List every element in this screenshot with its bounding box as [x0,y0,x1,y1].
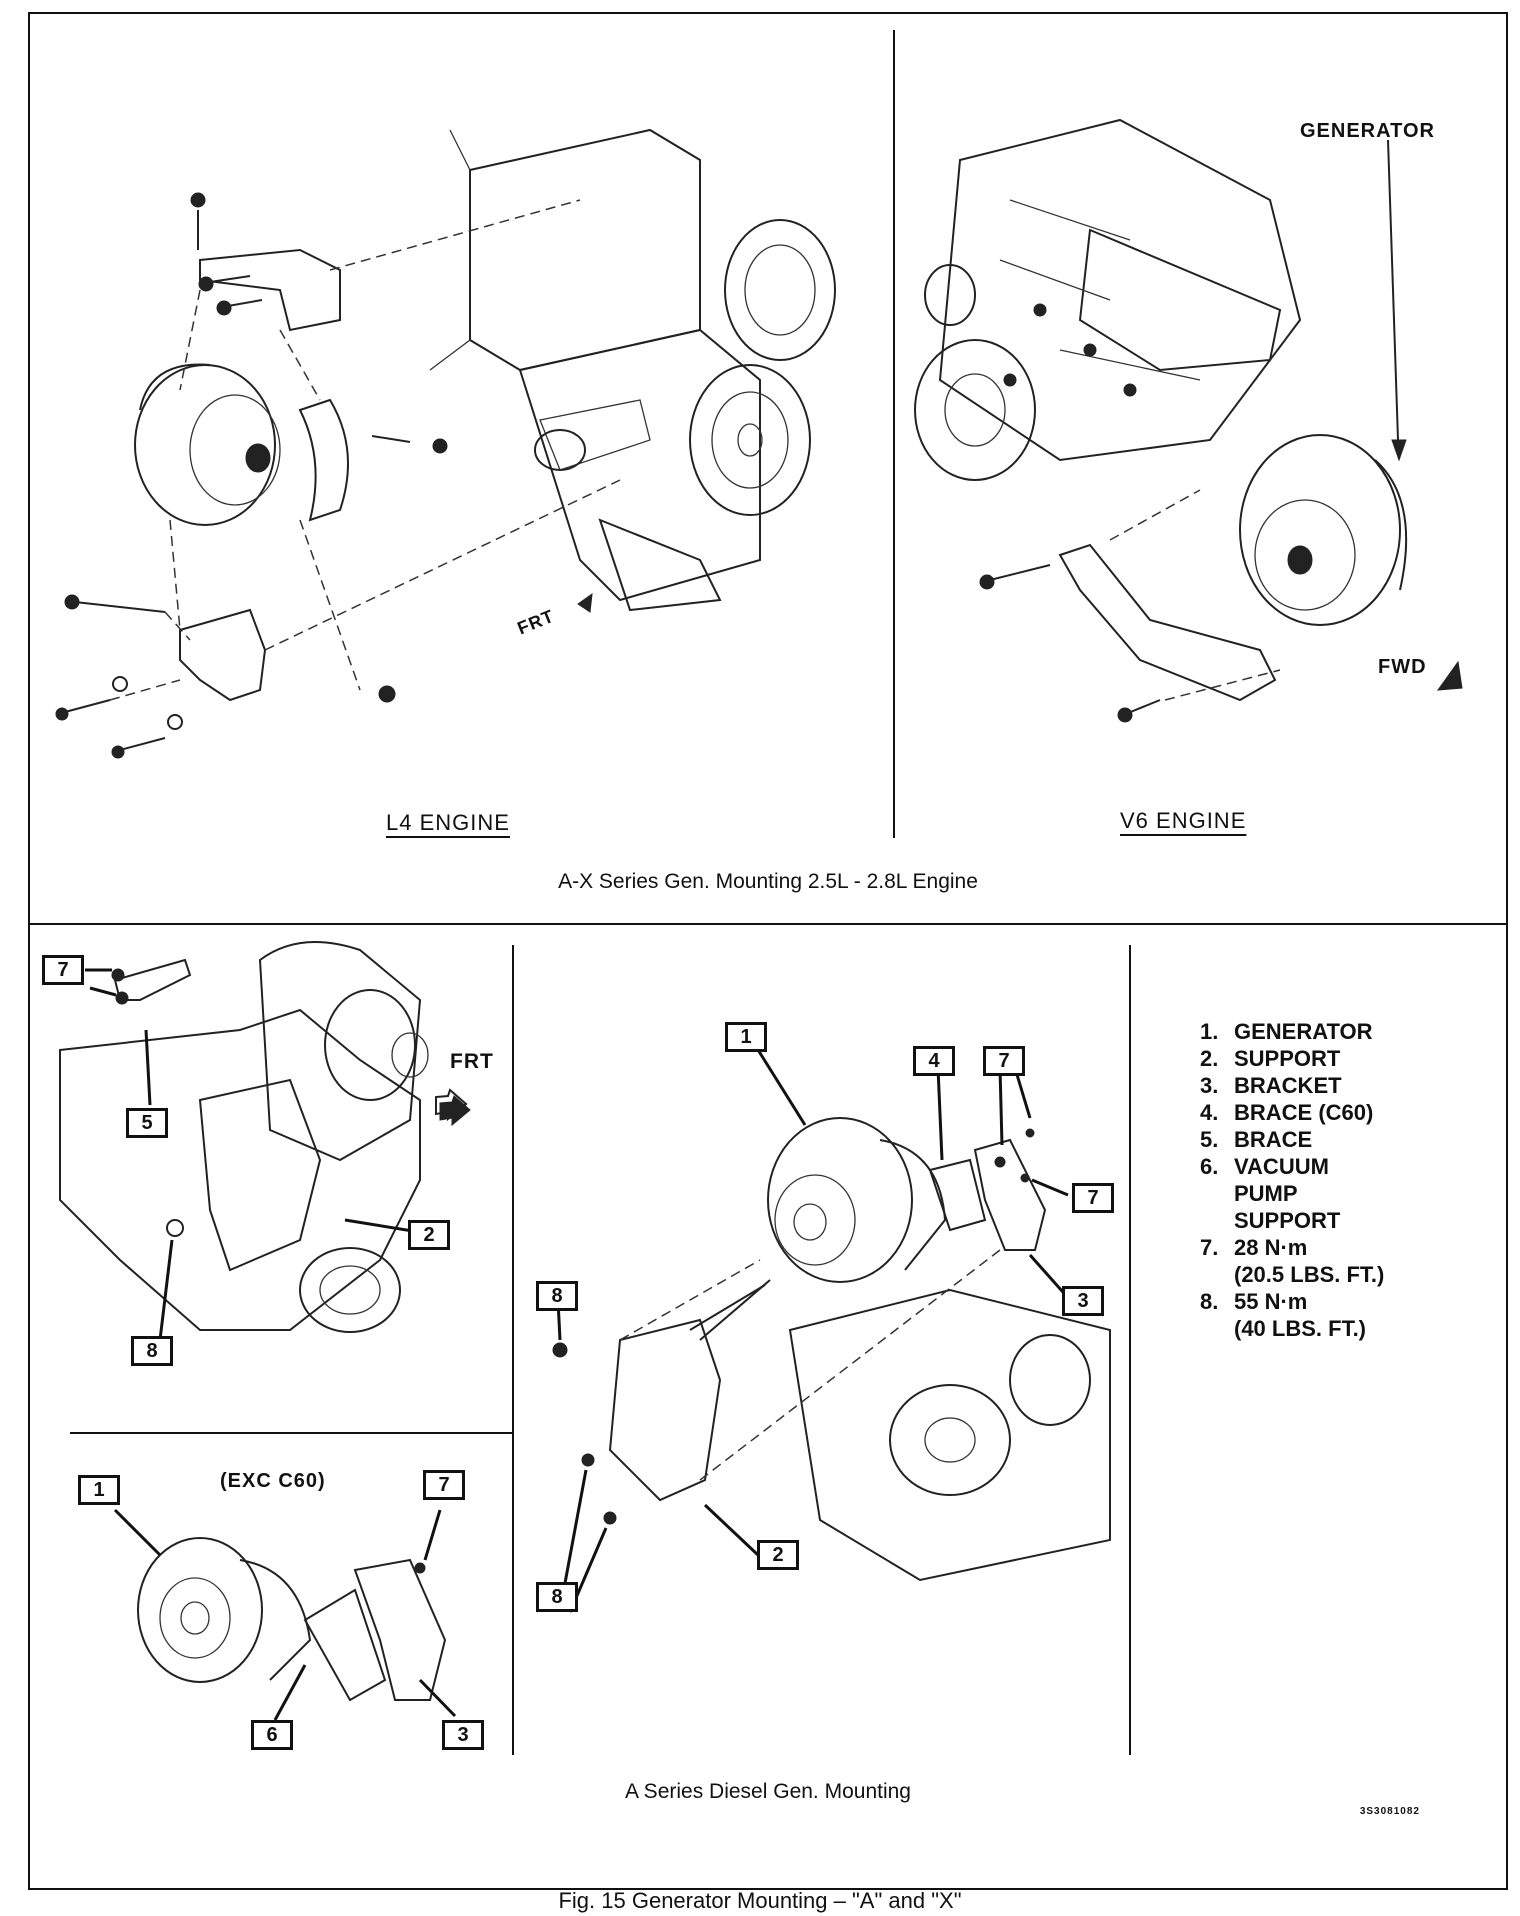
legend-item-8: 8. 55 N·m [1200,1288,1384,1315]
legend-text: (20.5 LBS. FT.) [1234,1262,1385,1287]
diesel-center-illustration [552,1117,1111,1582]
legend-item-8-line-2: (40 LBS. FT.) [1200,1315,1384,1342]
callout-8-center-bottom: 8 [536,1582,582,1616]
l4-engine-label: L4 ENGINE [386,810,510,835]
legend-number [1200,1207,1234,1234]
legend-number [1200,1315,1234,1342]
parts-legend: 1. GENERATOR 2. SUPPORT 3. BRACKET 4. BRACE (C6… [1200,1018,1384,1342]
legend-text: 28 N·m [1234,1235,1308,1260]
legend-item-7-line-2: (20.5 LBS. FT.) [1200,1261,1384,1288]
bottom-right-divider [1129,945,1131,1755]
legend-text: VACUUM [1234,1154,1329,1179]
legend-text: 55 N·m [1234,1289,1308,1314]
legend-text: BRACE [1234,1127,1313,1152]
legend-item-4: 4. BRACE (C60) [1200,1099,1384,1126]
callout-1-center: 1 [725,1022,771,1056]
legend-number [1200,1180,1234,1207]
exc-divider [70,1432,512,1434]
callout-7-left-a: 7 [42,955,88,989]
l4-engine-illustration [55,128,836,759]
legend-text: BRACKET [1234,1073,1342,1098]
callout-3-center: 3 [1062,1286,1108,1320]
v6-generator-tag: GENERATOR [1300,120,1435,142]
legend-number: 8. [1200,1289,1219,1314]
legend-text: BRACE (C60) [1234,1100,1374,1125]
legend-text: GENERATOR [1234,1019,1373,1044]
legend-number: 7. [1200,1235,1219,1260]
diesel-left-illustration [59,941,471,1333]
callout-5: 5 [126,1108,172,1142]
legend-item-3: 3. BRACKET [1200,1072,1384,1099]
legend-number: 6. [1200,1154,1219,1179]
callout-8-center-top: 8 [536,1281,582,1315]
l4-frt-arrow-icon [577,592,593,613]
figure-code: 3S3081082 [1359,1806,1420,1817]
top-vertical-divider [893,30,895,838]
legend-number: 1. [1200,1019,1219,1044]
bottom-left-divider [512,945,514,1755]
callout-7-exc: 7 [423,1470,469,1504]
diesel-left-frt-tag: FRT [450,1050,494,1073]
legend-number: 2. [1200,1046,1219,1071]
legend-number [1200,1261,1234,1288]
figure-frame [28,12,1508,1890]
callout-2-center: 2 [757,1540,803,1574]
callout-2-left: 2 [408,1220,454,1254]
legend-item-6: 6. VACUUM [1200,1153,1384,1180]
exc-c60-title: (EXC C60) [220,1470,326,1492]
legend-number: 5. [1200,1127,1219,1152]
callout-7-center-top: 7 [983,1046,1029,1080]
legend-text: SUPPORT [1234,1208,1341,1233]
callout-8-left: 8 [131,1336,177,1370]
callout-4: 4 [913,1046,959,1080]
top-caption: A-X Series Gen. Mounting 2.5L - 2.8L Eng… [558,870,978,893]
legend-text: (40 LBS. FT.) [1234,1316,1367,1341]
v6-fwd-tag: FWD [1378,656,1427,678]
legend-number: 4. [1200,1100,1219,1125]
legend-item-6-line-2: PUMP [1200,1180,1384,1207]
legend-item-2: 2. SUPPORT [1200,1045,1384,1072]
figure-caption: Fig. 15 Generator Mounting – "A" and "X" [558,1888,962,1913]
legend-text: SUPPORT [1234,1046,1341,1071]
callout-7-center-right: 7 [1072,1183,1118,1217]
v6-fwd-arrow-icon [1436,660,1463,691]
legend-item-1: 1. GENERATOR [1200,1018,1384,1045]
callout-1-exc: 1 [78,1475,124,1509]
v6-engine-illustration [914,118,1408,723]
callout-3-exc: 3 [442,1720,488,1754]
diesel-caption: A Series Diesel Gen. Mounting [625,1780,911,1803]
legend-item-7: 7. 28 N·m [1200,1234,1384,1261]
legend-item-6-line-3: SUPPORT [1200,1207,1384,1234]
exc-illustration [137,1537,447,1702]
callout-6: 6 [251,1720,297,1754]
legend-number: 3. [1200,1073,1219,1098]
legend-item-5: 5. BRACE [1200,1126,1384,1153]
horizontal-divider [28,923,1508,925]
legend-text: PUMP [1234,1181,1298,1206]
v6-engine-label: V6 ENGINE [1120,808,1247,833]
